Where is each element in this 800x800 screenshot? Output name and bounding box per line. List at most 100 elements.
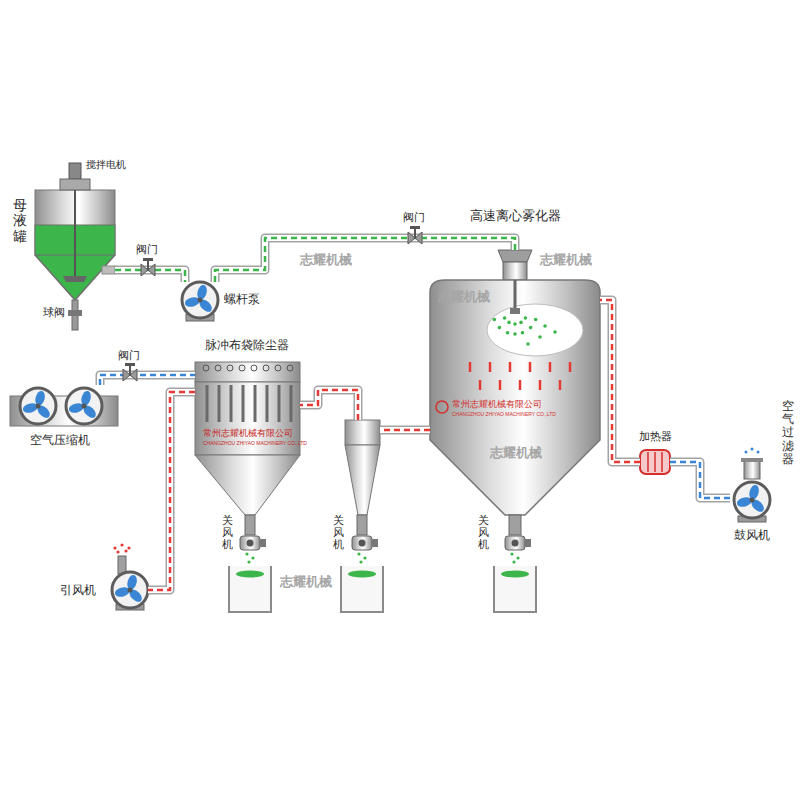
- induced-fan-figure: [112, 543, 148, 610]
- watermark: 志耀机械: [540, 252, 592, 268]
- pipe-casing: [215, 238, 515, 282]
- spray-droplets: [513, 332, 517, 336]
- spray-droplets: [493, 316, 557, 346]
- part-label: 搅拌电机: [86, 159, 126, 171]
- pipe-bore: [670, 462, 730, 498]
- watermark: 志耀机械: [438, 289, 490, 305]
- tank-figure: [74, 190, 76, 282]
- falling-powder: [359, 560, 362, 563]
- valve: [125, 363, 135, 366]
- falling-powder: [363, 556, 366, 559]
- compressor-fan: [20, 388, 56, 424]
- equipment-node: 加热器: [640, 448, 670, 476]
- rotary-valve: [240, 536, 266, 550]
- falling-powder: [357, 552, 360, 555]
- collection-bin: [494, 566, 536, 612]
- blower-impeller: [734, 482, 770, 518]
- valve-label: 阀门: [118, 349, 140, 362]
- pump-impeller: [182, 282, 218, 318]
- spray-droplets: [513, 322, 517, 326]
- spray-droplets: [506, 331, 510, 335]
- company-logo-text: 常州志耀机械有限公司: [203, 428, 293, 439]
- fan-impeller: [112, 572, 148, 608]
- filter-bags: [218, 385, 221, 422]
- heater-figure: [640, 450, 670, 474]
- tank-figure: [35, 163, 115, 330]
- pulse-jets: [215, 365, 221, 371]
- watermark: 志耀机械: [490, 445, 542, 461]
- pipe-casing: [670, 462, 730, 498]
- valve-label: 关风机: [478, 515, 489, 551]
- hot-air-dashes: [569, 362, 572, 372]
- drying-tower-figure: [514, 280, 517, 310]
- tank-figure: [102, 266, 115, 274]
- drying-tower-figure: [498, 250, 532, 262]
- pipe-flow: [380, 429, 430, 432]
- falling-powder: [245, 552, 519, 563]
- tank-figure: [60, 179, 90, 190]
- pipe-bore: [148, 392, 195, 590]
- equipment-node: 螺杆泵: [180, 282, 220, 320]
- bag-filter-figure: [195, 455, 300, 515]
- hot-air-dashes: [479, 380, 482, 390]
- pulse-jets: [203, 365, 209, 371]
- logo-mark: [436, 401, 448, 413]
- hot-air-dashes: [509, 362, 512, 372]
- pulse-jets: [227, 365, 233, 371]
- filter-bags: [290, 385, 293, 422]
- spray-droplets: [543, 324, 547, 328]
- valve-label: 关风机: [333, 515, 344, 551]
- bag-filter-figure: [195, 362, 300, 382]
- intake-air-dots: [751, 448, 754, 451]
- valve-label: 阀门: [403, 211, 425, 224]
- company-logo-text: CHANGZHOU ZHIYAO MACHINERY CO.,LTD: [203, 440, 307, 446]
- filter-bags: [266, 385, 269, 422]
- drying-tower-figure: [430, 280, 600, 515]
- spray-droplets: [519, 321, 523, 325]
- equipment-node: 空气压缩机: [10, 385, 118, 430]
- hot-air-dashes: [470, 362, 570, 390]
- part-label: 空气过滤器: [782, 400, 794, 466]
- exhaust-dots: [120, 543, 123, 546]
- valve-label: 母液罐: [13, 198, 27, 244]
- heater-figure: [640, 450, 670, 474]
- tank-figure: [68, 310, 82, 316]
- equipment-node: 关风机: [345, 420, 380, 555]
- spray-droplets: [503, 316, 507, 320]
- valve: [414, 228, 416, 238]
- filter-bags: [207, 385, 291, 422]
- spray-droplets: [521, 331, 525, 335]
- pipe-connector: [380, 430, 430, 431]
- rotary-valve: [505, 536, 531, 550]
- equipment-label: 空气压缩机: [30, 433, 90, 447]
- equipment-node: 鼓风机: [730, 478, 775, 523]
- hot-air-dashes: [529, 362, 532, 372]
- pulse-jets: [251, 365, 257, 371]
- pipe-casing: [600, 300, 640, 462]
- heater-figure: [647, 452, 649, 472]
- heater-figure: [654, 452, 656, 472]
- bag-filter-figure: [245, 515, 255, 535]
- valve: [408, 226, 422, 244]
- valve: [123, 363, 137, 381]
- equipment-label: 螺杆泵: [224, 292, 260, 306]
- equipment-label: 引风机: [60, 583, 96, 597]
- tank-figure: [63, 276, 87, 282]
- pipe-connector: [300, 390, 358, 420]
- exhaust-dots: [127, 546, 130, 549]
- exhaust-dots: [113, 546, 116, 549]
- cyclone-figure: [345, 420, 380, 535]
- blower-figure: [734, 448, 770, 523]
- blower-figure: [744, 461, 760, 479]
- falling-powder: [516, 556, 519, 559]
- pipe-flow: [600, 300, 640, 462]
- pipe-flow: [100, 375, 195, 385]
- valve-label: 阀门: [136, 243, 158, 256]
- filter-bags: [206, 385, 209, 422]
- drying-tower-figure: [503, 262, 527, 280]
- collection-bin: [229, 566, 271, 612]
- falling-powder: [510, 552, 513, 555]
- falling-powder: [245, 552, 248, 555]
